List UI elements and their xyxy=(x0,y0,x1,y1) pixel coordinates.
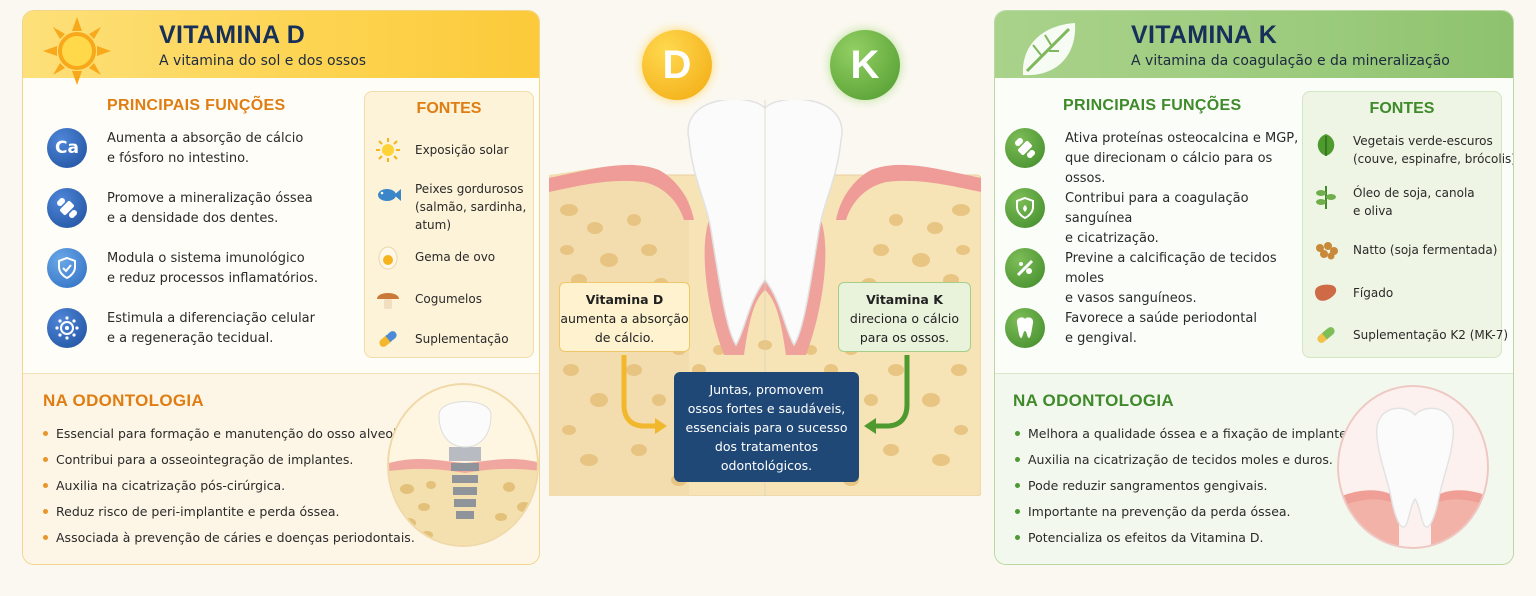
combined-benefit-box: Juntas, promovem ossos fortes e saudávei… xyxy=(674,372,859,482)
shield-icon xyxy=(47,248,87,288)
mushroom-icon xyxy=(377,293,399,309)
function-line: Ativa proteínas osteocalcina e MGP, xyxy=(1065,131,1299,146)
vitamin-k-sources-title: FONTES xyxy=(1369,100,1435,117)
liver-icon xyxy=(1315,284,1337,301)
tooth-bone-illustration xyxy=(548,98,982,497)
dentistry-bullet: Potencializa os efeitos da Vitamina D. xyxy=(1015,530,1264,545)
dentistry-bullet: Essencial para formação e manutenção do … xyxy=(43,426,412,441)
dentistry-bullet: Associada à prevenção de cáries e doença… xyxy=(43,530,415,545)
callout-line: aumenta a absorção xyxy=(560,311,689,326)
source-line: e oliva xyxy=(1353,204,1393,218)
vitamin-k-subtitle: A vitamina da coagulação e da mineraliza… xyxy=(1131,53,1450,69)
vitamin-k-sources-box: FONTES Vegetais verde-escuros (couve, es… xyxy=(1302,91,1513,358)
vitamin-d-badge: D xyxy=(642,30,712,100)
source-line: Gema de ovo xyxy=(415,250,496,264)
source-line: atum) xyxy=(415,218,452,232)
combined-line: odontológicos. xyxy=(720,458,813,473)
dentistry-bullet: Importante na prevenção da perda óssea. xyxy=(1015,504,1291,519)
source-line: Exposição solar xyxy=(415,143,509,157)
source-line: (couve, espinafre, brócolis) xyxy=(1353,152,1514,166)
vitamin-d-callout: Vitamina D aumenta a absorção de cálcio. xyxy=(559,282,690,352)
function-line: e a densidade dos dentes. xyxy=(107,211,279,226)
vitamin-d-subtitle: A vitamina do sol e dos ossos xyxy=(159,53,367,69)
callout-line: de cálcio. xyxy=(594,330,655,345)
dentistry-bullet: Auxilia na cicatrização de tecidos moles… xyxy=(1015,452,1333,467)
vitamin-d-dentistry-title: NA ODONTOLOGIA xyxy=(43,391,204,410)
function-line: Previne a calcificação de tecidos moles xyxy=(1065,251,1277,286)
source-line: Óleo de soja, canola xyxy=(1353,186,1475,200)
bone-icon xyxy=(1005,128,1045,168)
vitamin-d-panel: VITAMINA D A vitamina do sol e dos ossos… xyxy=(22,10,540,565)
combined-line: essenciais para o sucesso xyxy=(685,420,848,435)
spinach-icon xyxy=(1317,134,1335,156)
function-line: Contribui para a coagulação sanguínea xyxy=(1065,191,1249,226)
combined-line: ossos fortes e saudáveis, xyxy=(687,401,846,416)
combined-line: dos tratamentos xyxy=(714,439,819,454)
vessel-icon xyxy=(1005,248,1045,288)
dentistry-bullet: Contribui para a osseointegração de impl… xyxy=(43,452,353,467)
dentistry-bullet: Melhora a qualidade óssea e a fixação de… xyxy=(1015,426,1357,441)
olive-branch-icon xyxy=(1316,186,1336,209)
callout-title: Vitamina D xyxy=(585,292,664,307)
tooth-icon xyxy=(1005,308,1045,348)
vitamin-k-badge: K xyxy=(830,30,900,100)
function-line: Modula o sistema imunológico xyxy=(107,251,305,266)
fish-icon xyxy=(378,189,401,201)
vitamin-k-callout: Vitamina K direciona o cálcio para os os… xyxy=(838,282,971,352)
source-line: Peixes gordurosos xyxy=(415,182,524,196)
function-line: e reduz processos inflamatórios. xyxy=(107,271,318,286)
pill-icon xyxy=(1317,327,1335,343)
function-line: que direcionam o cálcio para os ossos. xyxy=(1065,151,1273,186)
dentistry-bullet: Auxilia na cicatrização pós-cirúrgica. xyxy=(43,478,285,493)
pill-icon xyxy=(379,331,397,347)
vitamin-d-sources-box: FONTES Exposição solar Peixes gordurosos… xyxy=(364,91,534,358)
vitamin-k-functions-title: PRINCIPAIS FUNÇÕES xyxy=(1063,97,1242,114)
source-line: (salmão, sardinha, xyxy=(415,200,527,214)
shield-icon xyxy=(1005,188,1045,228)
egg-icon xyxy=(378,246,398,270)
leaf-icon xyxy=(1022,23,1076,76)
function-line: e cicatrização. xyxy=(1065,231,1159,246)
vitamin-k-dentistry-title: NA ODONTOLOGIA xyxy=(1013,391,1174,410)
combined-line: Juntas, promovem xyxy=(709,382,824,397)
dentistry-bullet: Pode reduzir sangramentos gengivais. xyxy=(1015,478,1268,493)
vitamin-d-functions-title: PRINCIPAIS FUNÇÕES xyxy=(107,97,286,114)
callout-line: para os ossos. xyxy=(859,330,950,345)
vitamin-k-title: VITAMINA K xyxy=(1131,21,1278,49)
vitamin-d-sources-title: FONTES xyxy=(416,100,482,117)
healthy-tooth-illustration xyxy=(1337,385,1489,549)
callout-line: direciona o cálcio xyxy=(849,311,960,326)
function-line: e vasos sanguíneos. xyxy=(1065,291,1197,306)
source-line: Natto (soja fermentada) xyxy=(1353,243,1498,257)
sun-icon xyxy=(43,17,111,85)
source-line: Suplementação K2 (MK-7) xyxy=(1353,328,1509,342)
function-line: e gengival. xyxy=(1065,331,1137,346)
function-line: Estimula a diferenciação celular xyxy=(107,311,315,326)
cell-icon xyxy=(47,308,87,348)
source-line: Fígado xyxy=(1353,286,1394,300)
source-line: Vegetais verde-escuros xyxy=(1353,134,1493,148)
vitamin-d-title: VITAMINA D xyxy=(159,21,306,49)
function-line: e fósforo no intestino. xyxy=(107,151,249,166)
dental-implant-illustration xyxy=(387,383,539,547)
function-line: e a regeneração tecidual. xyxy=(107,331,274,346)
function-line: Favorece a saúde periodontal xyxy=(1065,311,1257,326)
vitamin-d-header: VITAMINA D A vitamina do sol e dos ossos xyxy=(23,11,539,85)
sun-icon xyxy=(376,138,400,162)
source-line: Suplementação xyxy=(415,332,509,346)
function-line: Aumenta a absorção de cálcio xyxy=(107,131,304,146)
calcium-icon: Ca xyxy=(47,128,87,168)
function-line: Promove a mineralização óssea xyxy=(107,191,313,206)
callout-title: Vitamina K xyxy=(866,292,943,307)
bone-icon xyxy=(47,188,87,228)
source-line: Cogumelos xyxy=(415,292,482,306)
natto-icon xyxy=(1316,242,1338,260)
vitamin-k-header: VITAMINA K A vitamina da coagulação e da… xyxy=(995,11,1513,78)
dentistry-bullet: Reduz risco de peri-implantite e perda ó… xyxy=(43,504,340,519)
vitamin-k-panel: VITAMINA K A vitamina da coagulação e da… xyxy=(994,10,1514,565)
